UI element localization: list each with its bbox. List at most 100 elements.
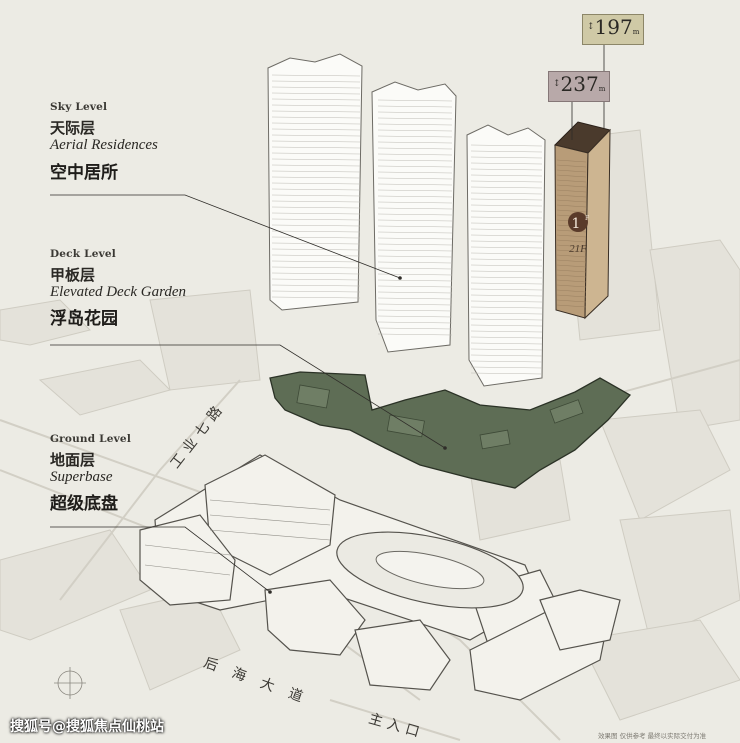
floor-line [556,289,587,293]
floor-line [377,201,453,204]
floor-line [377,249,453,252]
deck-garden-detail [296,384,584,450]
floor-line [271,290,361,293]
floor-line [271,152,361,155]
floor-line [470,180,543,183]
floor-line [470,288,543,291]
floor-line [377,99,453,102]
floor-line [271,200,361,203]
floor-line [377,225,453,228]
floor-line [470,276,543,279]
height-tag-237-value: 237 [560,72,599,96]
floor-line [470,354,543,357]
floor-line [556,234,587,238]
floor-line [271,86,361,89]
floor-line [470,192,543,195]
floor-line [556,189,587,193]
sky-level-zh: 天际层 [50,119,96,137]
floor-line [377,321,453,324]
superbase-window-lines [144,499,331,576]
floor-line [271,98,361,101]
floor-line [271,260,361,263]
floor-line [556,204,587,208]
floor-line [377,171,453,174]
floor-line [470,294,543,297]
floor-line [470,216,543,219]
floor-line [556,239,587,243]
floor-line [377,309,453,312]
floor-line [556,174,587,178]
floor-line [271,146,361,149]
tower-1-number-sup: F [585,215,589,222]
floor-line [271,170,361,173]
floor-line [470,246,543,249]
floor-line [556,199,587,203]
floor-line [470,150,543,153]
floor-line [271,176,361,179]
floor-line [377,279,453,282]
floor-line [470,360,543,363]
floor-line [271,296,361,299]
floor-line [377,327,453,330]
floor-line [377,165,453,168]
tower-left [267,53,363,311]
tower-1-number: 1 [572,216,581,232]
floor-line [377,213,453,216]
floor-line [377,303,453,306]
sky-level-title: Sky Level [50,101,108,113]
floor-line [271,194,361,197]
floor-line [556,264,587,268]
floor-line [271,212,361,215]
ground-level-zh: 地面层 [50,451,96,469]
floor-line [470,228,543,231]
floor-line [377,261,453,264]
floor-line [556,184,587,188]
floor-line [377,243,453,246]
floor-line [470,258,543,261]
deck-level-zh-big: 浮岛花园 [50,309,118,329]
floor-line [556,249,587,253]
deck-level-en: Elevated Deck Garden [50,284,187,300]
floor-line [470,162,543,165]
floor-line [271,116,361,119]
floor-line [271,248,361,251]
floor-line [470,336,543,339]
disclaimer-note: 效果图 仅供参考 最终以实际交付为准 [598,732,707,740]
tower-right [466,124,546,387]
floor-line [556,284,587,288]
floor-line [556,194,587,198]
floor-line [271,128,361,131]
floor-line [377,291,453,294]
floor-line [271,236,361,239]
floor-line [470,318,543,321]
floor-line [377,177,453,180]
floor-line [377,183,453,186]
floor-line [271,284,361,287]
floor-line [470,348,543,351]
floor-line [271,164,361,167]
floor-line [556,279,587,283]
floor-line [556,269,587,273]
floor-line [556,169,587,173]
floor-line [556,179,587,183]
floor-line [271,224,361,227]
floor-line [271,278,361,281]
floor-line [377,285,453,288]
floor-line [470,270,543,273]
floor-line [377,159,453,162]
floor-line [470,210,543,213]
floor-line [556,159,587,163]
floor-line [470,306,543,309]
floor-line [377,237,453,240]
floor-line [377,219,453,222]
tower-1-side [584,128,611,320]
floor-line [470,282,543,285]
floor-line [556,209,587,213]
floor-line [377,207,453,210]
floor-line [271,134,361,137]
floor-line [377,231,453,234]
floor-line [556,274,587,278]
height-tag-237: ↕237m [548,71,611,102]
floor-line [271,188,361,191]
floor-line [470,324,543,327]
